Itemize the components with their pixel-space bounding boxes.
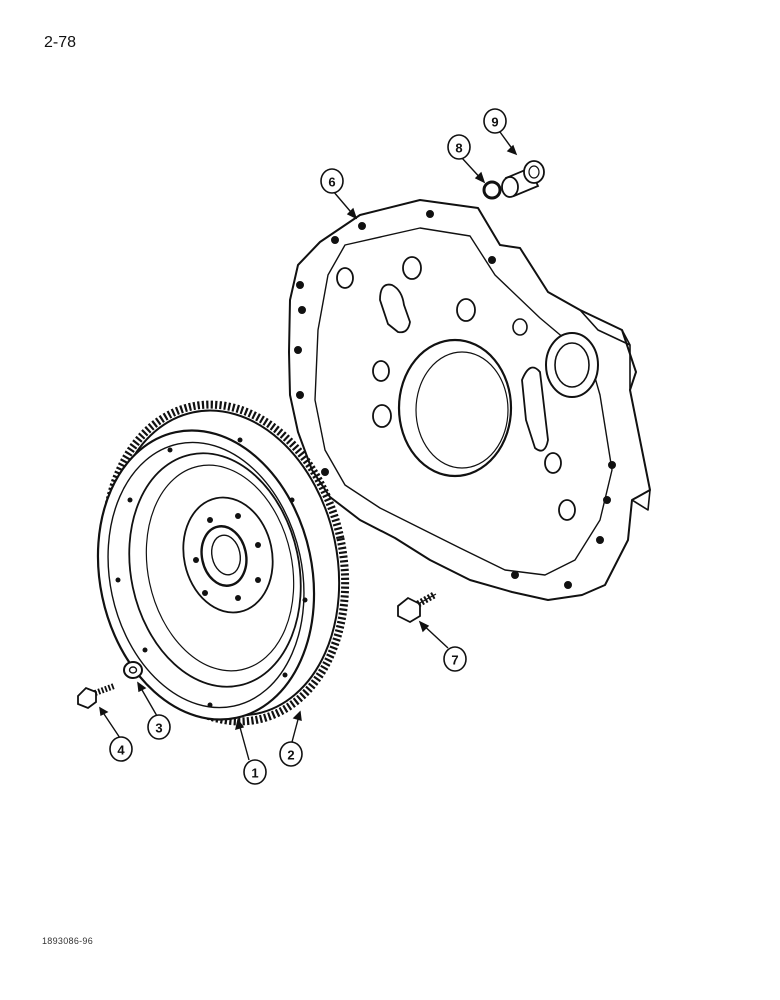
callout-7: 7 [443,646,467,672]
svg-text:9: 9 [491,115,498,130]
callout-9: 9 [483,108,507,134]
svg-text:6: 6 [328,175,335,190]
o-ring-8 [482,180,502,200]
callout-6: 6 [320,168,344,194]
callout-1: 1 [243,759,267,785]
svg-text:8: 8 [455,141,462,156]
svg-text:2: 2 [287,748,294,763]
callout-2: 2 [279,741,303,767]
page-number: 2-78 [44,34,77,51]
svg-text:7: 7 [451,653,458,668]
bolt-4 [77,683,116,710]
plug-9 [501,160,545,198]
leader-lines [99,131,518,761]
flywheel-assembly [96,400,350,726]
svg-text:3: 3 [155,721,162,736]
bolt-7 [397,591,437,624]
washer-3 [123,661,143,679]
callout-3: 3 [147,714,171,740]
figure-code: 1893086-96 [42,936,94,946]
svg-text:4: 4 [117,743,125,758]
svg-text:1: 1 [251,766,258,781]
callout-8: 8 [447,134,471,160]
callout-4: 4 [109,736,133,762]
adapter-plate [288,199,651,601]
